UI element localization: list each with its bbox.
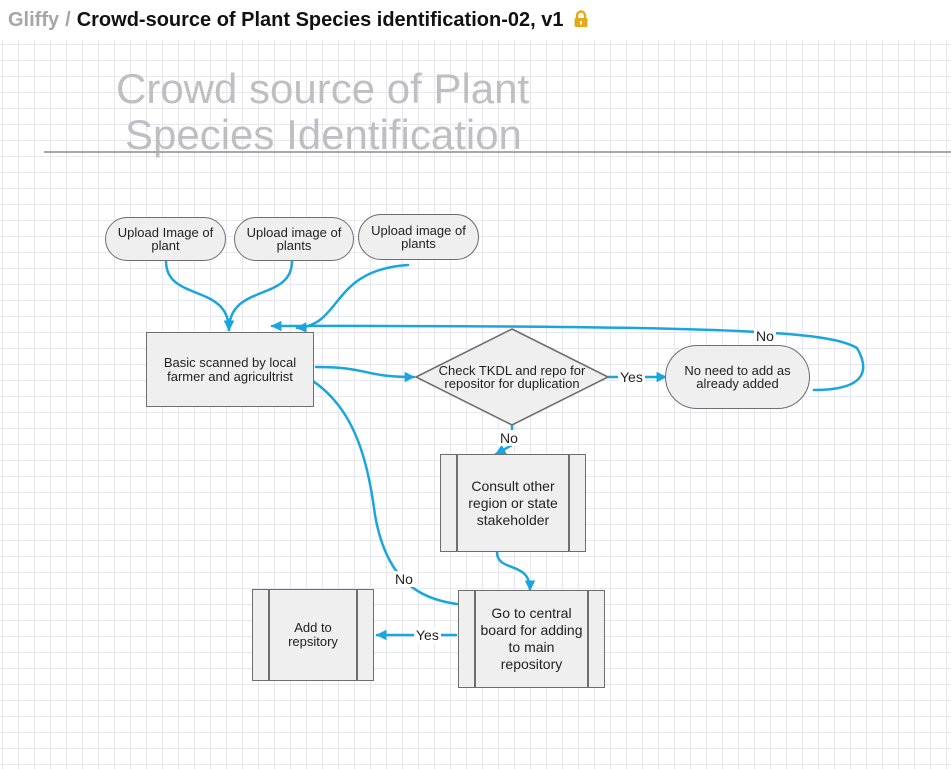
edge-label-yes-no-need: Yes [618,369,645,385]
consult-stakeholder-node[interactable]: Consult other region or state stakeholde… [440,454,586,552]
connector-no-need-loop-to-scanned [270,320,865,392]
decision-diamond [414,328,610,426]
edge-label-yes-add: Yes [414,627,441,643]
no-need-to-add-node[interactable]: No need to add as already added [665,345,810,409]
add-to-repository-node[interactable]: Add to repsitory [252,589,374,681]
diagram-title: Crowd source of Plant Species Identifica… [116,66,529,158]
document-title: Crowd-source of Plant Species identifica… [76,9,564,31]
upload-image-node-2[interactable]: Upload image of plants [234,217,354,261]
diagram-title-line1: Crowd source of Plant [116,65,530,112]
app-header: Gliffy/Crowd-source of Plant Species ide… [0,0,951,40]
edge-label-no-consult: No [498,430,520,446]
connector-upload3-to-scanned [295,263,410,333]
breadcrumb-separator: / [65,9,71,31]
diagram-title-line2: Species Identification [125,111,522,158]
breadcrumb: Gliffy/Crowd-source of Plant Species ide… [8,8,589,34]
connector-upload1-to-scanned [164,259,235,332]
check-duplication-label[interactable]: Check TKDL and repo for repositor for du… [438,363,586,391]
brand-link[interactable]: Gliffy [8,9,60,31]
upload-image-node-3[interactable]: Upload image of plants [358,214,479,260]
connector-central-back-to-scanned [254,355,497,608]
connector-consult-to-central [495,550,536,592]
upload-image-node-1[interactable]: Upload Image of plant [105,217,226,261]
lock-icon [573,10,589,34]
edge-label-no-central-back: No [393,571,415,587]
diagram-canvas[interactable]: Crowd source of Plant Species Identifica… [0,40,951,769]
basic-scanned-node[interactable]: Basic scanned by local farmer and agricu… [146,332,314,407]
title-underline [44,151,951,153]
connector-upload2-to-scanned [223,259,294,332]
connector-scanned-to-check [314,365,416,383]
central-board-node[interactable]: Go to central board for adding to main r… [458,590,605,688]
edge-label-no-loop: No [754,328,776,344]
